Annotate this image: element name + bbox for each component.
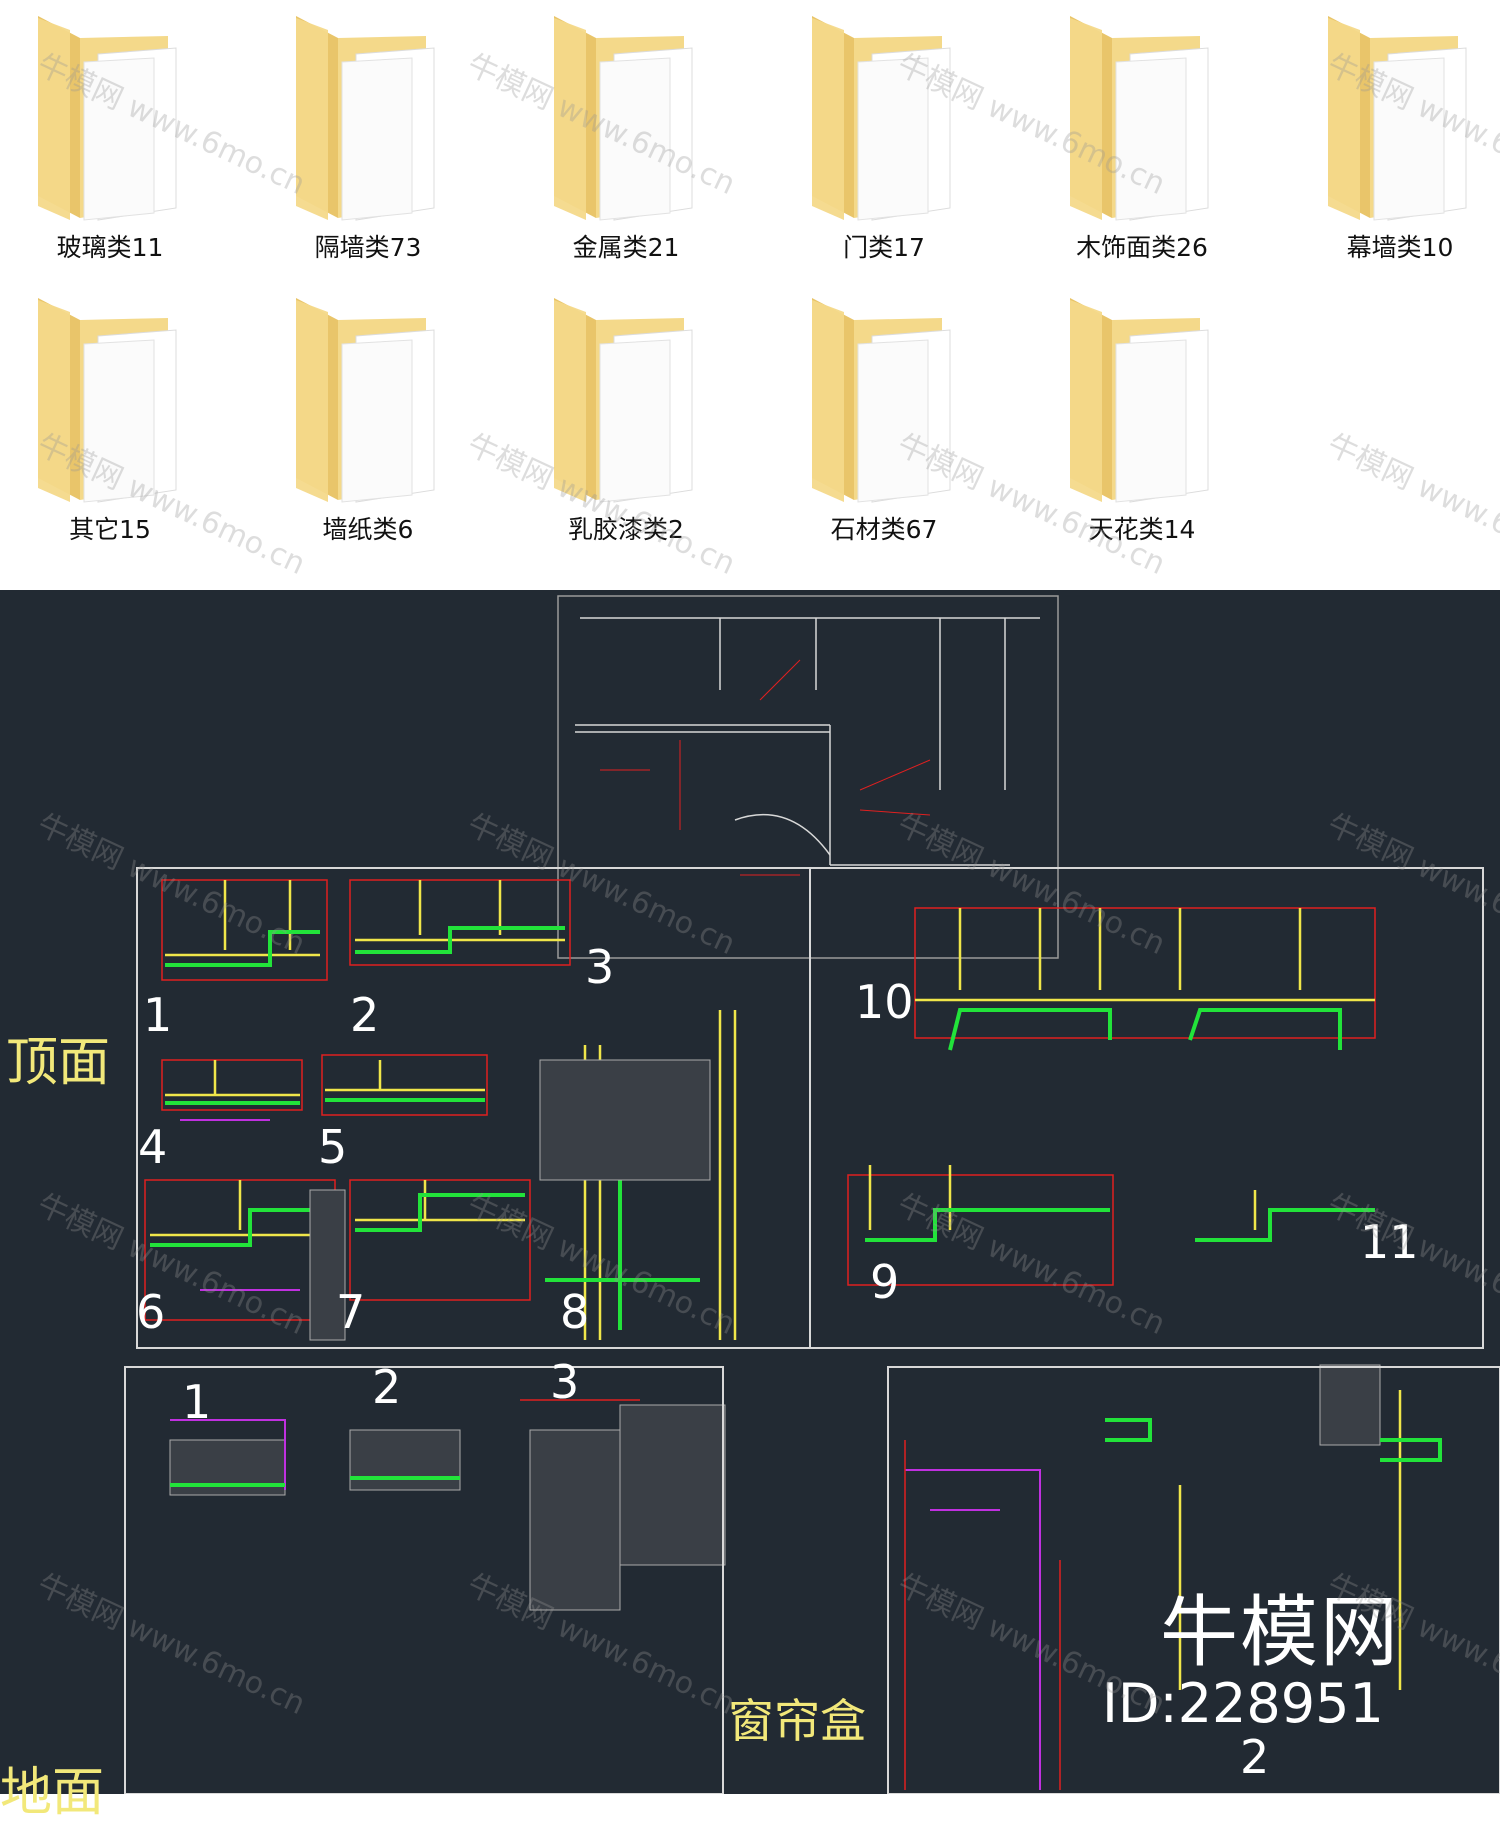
folder-item[interactable]: 隔墙类73 — [258, 0, 478, 270]
folder-label: 金属类21 — [572, 233, 680, 262]
folder-label: 其它15 — [69, 515, 151, 544]
folder-label: 门类17 — [843, 233, 925, 262]
floor-red-lines — [520, 1399, 1061, 1790]
ceiling-green-lines — [150, 926, 1375, 1330]
detail-number: 1 — [182, 1375, 212, 1429]
folder-icon — [1070, 298, 1209, 503]
top-detail-frame — [557, 595, 1059, 959]
folder-item[interactable]: 乳胶漆类2 — [516, 282, 736, 552]
detail-number: 2 — [350, 988, 380, 1042]
curtain-sheet-frame — [887, 1366, 1500, 1794]
detail-number: 2 — [1240, 1730, 1270, 1784]
folder-icon — [296, 16, 435, 221]
folder-label: 石材类67 — [830, 515, 938, 544]
folder-item[interactable]: 金属类21 — [516, 0, 736, 270]
folder-label: 隔墙类73 — [314, 233, 422, 262]
folder-icon — [296, 298, 435, 503]
folder-label: 玻璃类11 — [56, 233, 164, 262]
top-detail-lines — [575, 617, 1040, 866]
folder-item[interactable]: 门类17 — [774, 0, 994, 270]
floor-sheet-frame — [124, 1366, 724, 1794]
brand-name: 牛模网 — [1160, 1588, 1401, 1678]
detail-number: 1 — [143, 988, 173, 1042]
folder-item[interactable]: 其它15 — [0, 282, 220, 552]
folder-item[interactable]: 幕墙类10 — [1290, 0, 1500, 270]
folder-item[interactable]: 天花类14 — [1032, 282, 1252, 552]
folder-item[interactable]: 木饰面类26 — [1032, 0, 1252, 270]
detail-number: 9 — [870, 1255, 900, 1309]
detail-number: 6 — [136, 1285, 166, 1339]
folder-icon — [812, 16, 951, 221]
folder-icon — [812, 298, 951, 503]
detail-number: 8 — [560, 1285, 590, 1339]
folder-item[interactable]: 石材类67 — [774, 282, 994, 552]
detail-number: 11 — [1360, 1215, 1419, 1269]
detail-number: 5 — [318, 1120, 348, 1174]
folder-item[interactable]: 玻璃类11 — [0, 0, 220, 270]
folder-icon — [1328, 16, 1467, 221]
ceiling-hatches — [169, 1059, 1381, 1611]
detail-number: 2 — [372, 1360, 402, 1414]
folder-label: 木饰面类26 — [1076, 233, 1208, 262]
detail-number: 7 — [336, 1285, 366, 1339]
folder-icon — [38, 16, 177, 221]
folder-icon — [554, 298, 693, 503]
brand-id: ID:228951 — [1102, 1672, 1384, 1735]
curtain-box-section-label: 窗帘盒 — [728, 1694, 866, 1748]
ceiling-section-label: 顶面 — [6, 1033, 111, 1093]
ceiling-sheet-frame-right — [809, 867, 1484, 1349]
folder-label: 天花类14 — [1088, 515, 1196, 544]
top-detail-annotations — [600, 659, 931, 876]
floor-section-label: 地面 — [0, 1763, 105, 1823]
folder-icon — [554, 16, 693, 221]
folder-icon — [38, 298, 177, 503]
detail-number: 3 — [585, 940, 615, 994]
folder-icon — [1070, 16, 1209, 221]
cad-linework — [124, 595, 1500, 1794]
folder-item[interactable]: 墙纸类6 — [258, 282, 478, 552]
folder-label: 乳胶漆类2 — [568, 515, 684, 544]
floor-magenta-lines — [170, 1419, 1041, 1790]
ceiling-yellow-lines — [150, 880, 1402, 1690]
detail-number: 4 — [138, 1120, 168, 1174]
detail-number: 10 — [855, 975, 914, 1029]
detail-number: 3 — [550, 1355, 580, 1409]
cad-drawing-preview: 顶面 地面 窗帘盒 1 2 3 4 5 6 7 8 10 9 11 1 2 3 … — [0, 590, 1500, 1823]
folder-label: 墙纸类6 — [322, 515, 414, 544]
folder-label: 幕墙类10 — [1346, 233, 1454, 262]
floor-green-lines — [170, 1418, 1442, 1487]
folder-grid: 玻璃类11 隔墙类73 金属类21 门类17 木饰面类26 幕墙类10 其它15 墙纸类6 乳胶… — [0, 0, 1500, 590]
